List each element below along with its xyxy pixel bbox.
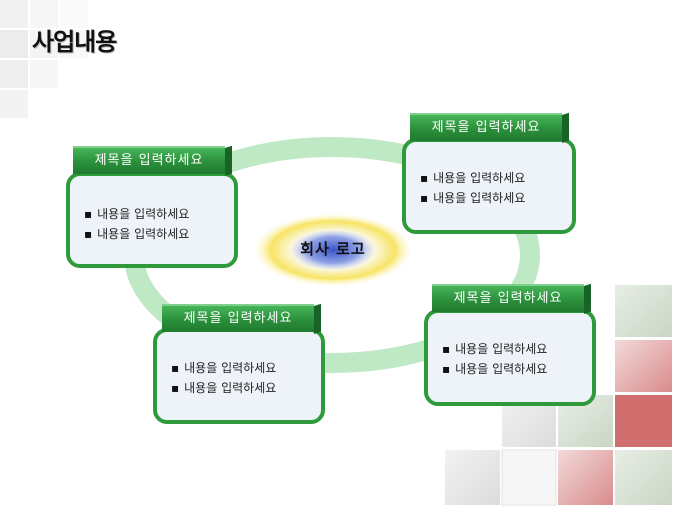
box-4-header: 제목을 입력하세요 <box>432 284 584 312</box>
list-item: 내용을 입력하세요 <box>84 204 234 224</box>
content-box-3: 내용을 입력하세요 내용을 입력하세요 <box>153 328 325 424</box>
list-item: 내용을 입력하세요 <box>84 224 234 244</box>
slide-title: 사업내용 <box>32 28 117 56</box>
box-3-header: 제목을 입력하세요 <box>162 304 314 332</box>
list-item: 내용을 입력하세요 <box>171 358 321 378</box>
box-2-header: 제목을 입력하세요 <box>410 113 562 141</box>
list-item: 내용을 입력하세요 <box>171 378 321 398</box>
content-box-2: 내용을 입력하세요 내용을 입력하세요 <box>402 138 576 234</box>
content-box-1: 내용을 입력하세요 내용을 입력하세요 <box>66 172 238 268</box>
decorative-tiles-top-left <box>0 0 88 118</box>
list-item: 내용을 입력하세요 <box>442 339 592 359</box>
decorative-photo-mosaic <box>445 285 672 506</box>
box-1-header: 제목을 입력하세요 <box>73 146 225 174</box>
list-item: 내용을 입력하세요 <box>442 359 592 379</box>
list-item: 내용을 입력하세요 <box>420 188 572 208</box>
company-logo-text: 회사 로고 <box>300 240 366 258</box>
list-item: 내용을 입력하세요 <box>420 168 572 188</box>
content-box-4: 내용을 입력하세요 내용을 입력하세요 <box>424 309 596 406</box>
company-logo-glow <box>255 214 411 286</box>
